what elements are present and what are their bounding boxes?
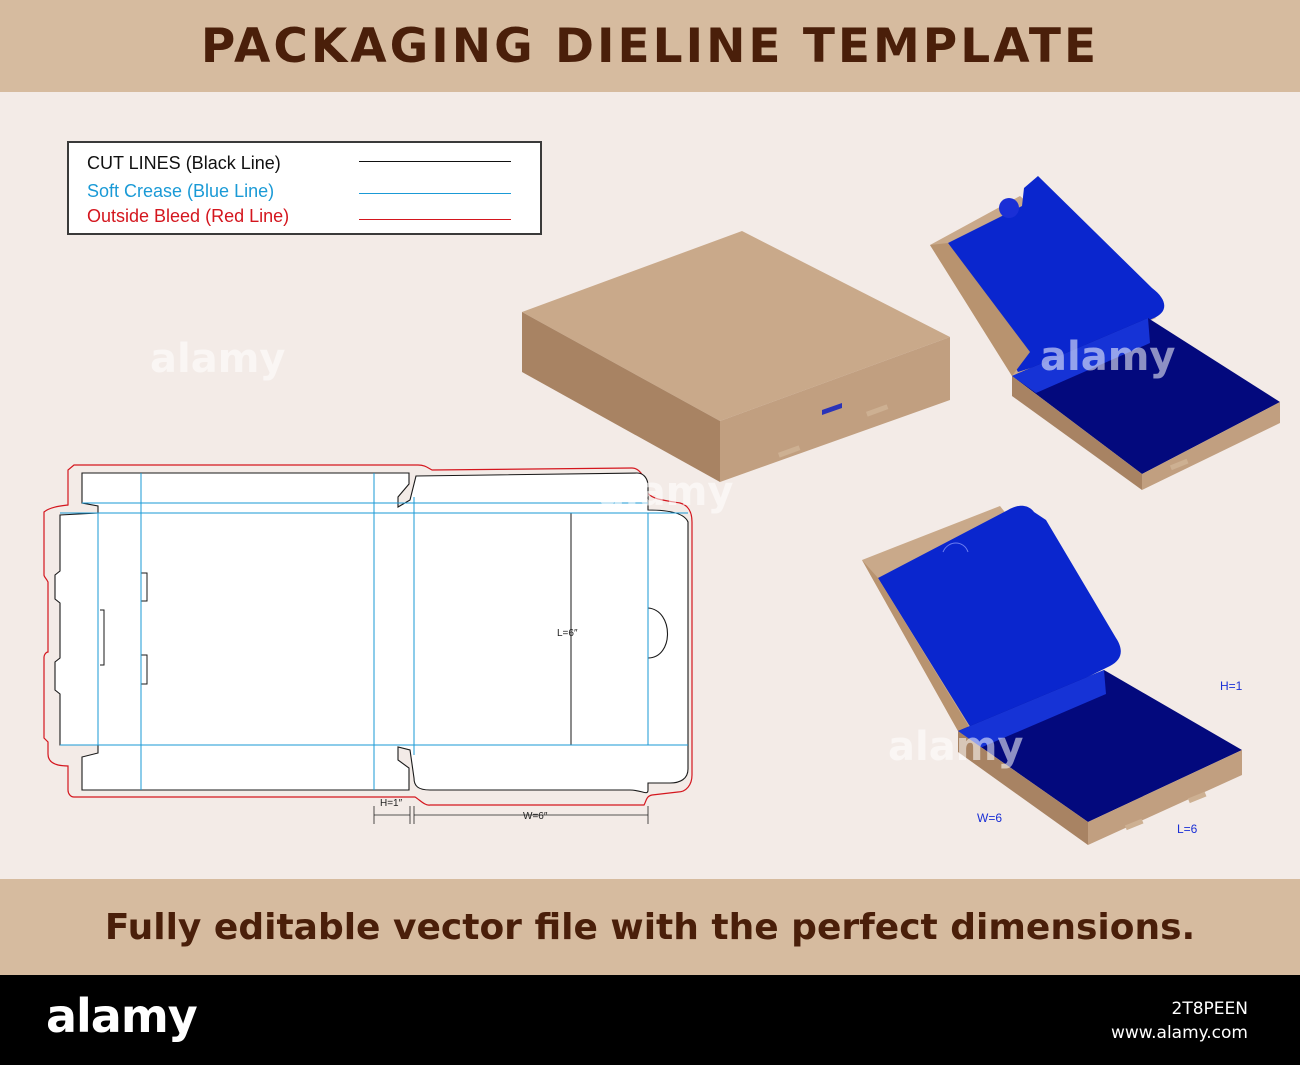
stock-image-id: 2T8PEEN	[1171, 999, 1248, 1019]
thumb-notch	[647, 607, 668, 659]
watermark-1: alamy	[150, 336, 285, 382]
dieline-template: L=6″ H=1″ W=6″	[43, 464, 693, 824]
open-box-bottom-tab-1	[1124, 818, 1144, 831]
stock-credit: 2T8PEEN www.alamy.com	[1111, 997, 1248, 1045]
open-box-top-tab	[1169, 458, 1189, 471]
stock-credit-bar: alamy 2T8PEEN www.alamy.com	[0, 975, 1300, 1065]
open-box-bottom-front-side	[958, 731, 1088, 845]
dimension-markers	[373, 806, 649, 824]
stock-site-link[interactable]: www.alamy.com	[1110, 1023, 1248, 1043]
open-box-bottom-tab-2	[1187, 791, 1207, 804]
closed-box-mockup	[522, 231, 950, 482]
open-box-bottom-back-wall	[958, 670, 1106, 748]
footer-band: Fully editable vector file with the perf…	[0, 879, 1300, 975]
open-box-top-thumb-tab	[999, 198, 1019, 218]
soft-crease-lines	[60, 473, 688, 790]
legend-cut-lines-label: CUT LINES (Black Line)	[87, 153, 281, 173]
mockup-width-label: W=6	[977, 811, 1002, 825]
open-box-top-left-flap	[930, 243, 1030, 376]
tuck-tab-left-upper	[141, 572, 148, 602]
mockup-length-label: L=6	[1177, 822, 1198, 836]
open-box-top-back-wall	[1012, 318, 1150, 393]
open-box-bottom-lid-inner	[878, 505, 1121, 733]
watermark-2: alamy	[1040, 334, 1175, 380]
side-panel-slot	[100, 609, 105, 666]
open-box-mockup-top	[930, 176, 1280, 490]
closed-box-front-side	[522, 312, 720, 482]
open-box-bottom-left-flap	[862, 560, 974, 735]
watermark-3: alamy	[888, 724, 1023, 770]
closed-box-tab-2	[865, 404, 889, 417]
width-dimension-label: W=6″	[523, 811, 548, 822]
closed-box-tab-1	[777, 445, 801, 458]
watermark-4: alamy	[598, 469, 733, 515]
watermark-overlay: alamy alamy alamy alamy	[150, 334, 1175, 770]
legend-cut-line-swatch	[359, 161, 511, 162]
open-box-top-front-side	[1012, 376, 1142, 490]
closed-box-top	[522, 231, 950, 421]
height-dimension-label: H=1″	[380, 798, 403, 809]
stock-logo: alamy	[46, 989, 198, 1043]
open-box-bottom-right-side	[1088, 750, 1242, 845]
open-box-bottom-thumb-outline	[942, 542, 969, 553]
open-box-mockup-bottom: H=1 W=6 L=6	[862, 505, 1243, 845]
length-dimension-label: L=6″	[557, 628, 578, 639]
legend-outside-bleed-label: Outside Bleed (Red Line)	[87, 206, 290, 226]
closed-box-gap	[822, 403, 842, 415]
footer-tagline: Fully editable vector file with the perf…	[104, 906, 1196, 948]
legend-crease-line-swatch	[359, 193, 511, 194]
tuck-tab-left-lower	[141, 654, 148, 685]
line-legend: CUT LINES (Black Line) Soft Crease (Blue…	[67, 141, 542, 235]
legend-soft-crease-label: Soft Crease (Blue Line)	[87, 181, 275, 201]
header-band: PACKAGING DIELINE TEMPLATE	[0, 0, 1300, 92]
cut-line-outline	[54, 472, 689, 794]
legend-bleed-line-swatch	[359, 219, 511, 220]
page-title: PACKAGING DIELINE TEMPLATE	[200, 18, 1100, 74]
mockup-height-label: H=1	[1220, 679, 1243, 693]
